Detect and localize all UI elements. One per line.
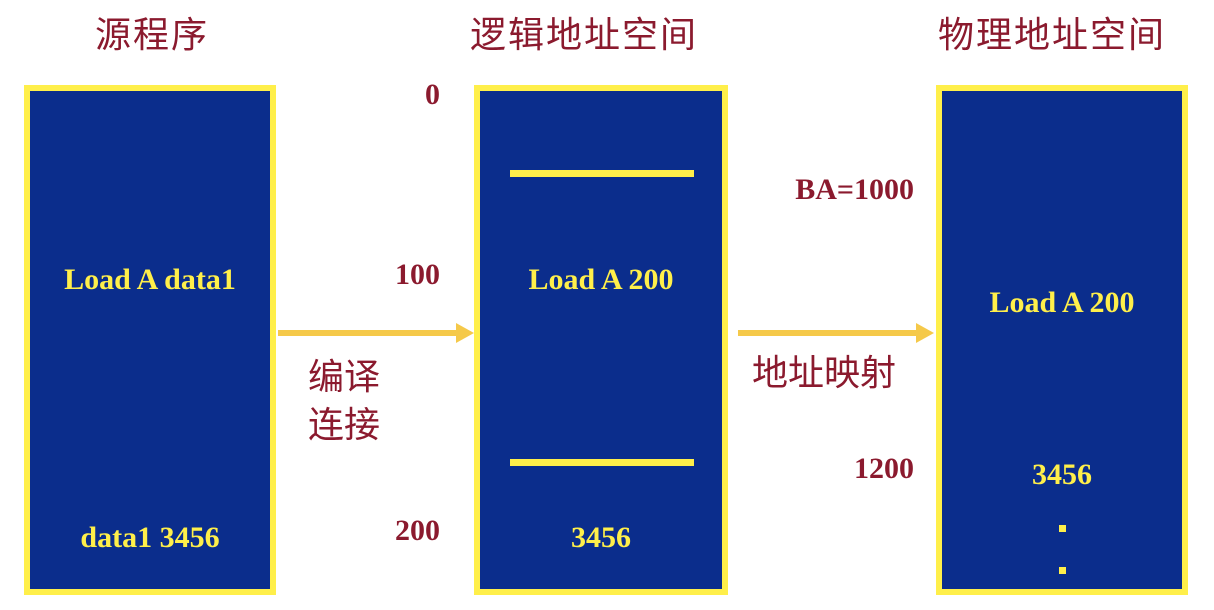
physical-base-address: BA=1000 (795, 173, 914, 206)
compile-label-line2: 连接 (308, 405, 381, 446)
compile-label-line1: 编译 (308, 357, 381, 398)
logical-instruction: Load A 200 (528, 263, 674, 296)
physical-data: 3456 (1032, 458, 1092, 491)
physical-address-1200: 1200 (854, 452, 914, 485)
address-mapping-arrow (738, 323, 934, 343)
source-program-heading: 源程序 (95, 15, 210, 56)
continuation-dot-1 (1059, 525, 1066, 532)
logical-address-space-heading: 逻辑地址空间 (470, 15, 699, 56)
compile-link-arrow (278, 323, 474, 343)
logical-address-0: 0 (425, 78, 440, 111)
logical-segment-bottom-line (510, 459, 694, 466)
source-data: data1 3456 (80, 521, 220, 554)
logical-address-100: 100 (395, 258, 440, 291)
physical-instruction: Load A 200 (989, 286, 1135, 319)
logical-address-200: 200 (395, 514, 440, 547)
physical-address-space-box: Load A 200 3456 (936, 85, 1188, 595)
logical-address-space-box: Load A 200 3456 (474, 85, 728, 595)
logical-data: 3456 (571, 521, 631, 554)
source-program-box: Load A data1 data1 3456 (24, 85, 276, 595)
physical-address-space-heading: 物理地址空间 (938, 15, 1167, 56)
continuation-dot-2 (1059, 567, 1066, 574)
logical-segment-top-line (510, 170, 694, 177)
source-instruction: Load A data1 (64, 263, 236, 296)
address-mapping-label: 地址映射 (752, 353, 897, 394)
